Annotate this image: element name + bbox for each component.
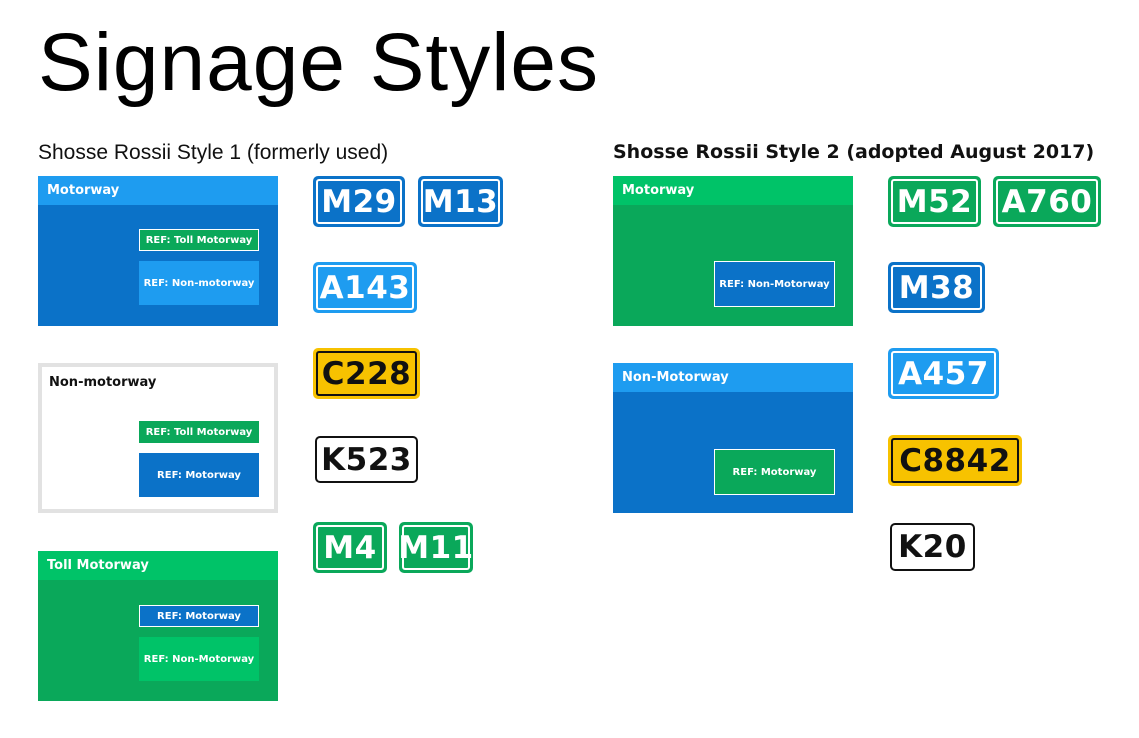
panel-body: REF: Motorway REF: Non-Motorway <box>38 580 278 701</box>
panel-body: REF: Toll Motorway REF: Motorway <box>42 395 274 516</box>
ref-toll-motorway: REF: Toll Motorway <box>139 229 259 251</box>
style2-non-motorway-panel: Non-Motorway REF: Motorway <box>613 363 853 513</box>
sign-label: A143 <box>316 265 414 310</box>
ref-toll-motorway: REF: Toll Motorway <box>139 421 259 443</box>
panel-header: Motorway <box>613 176 853 205</box>
sign-label: M38 <box>891 265 982 310</box>
panel-header: Toll Motorway <box>38 551 278 580</box>
route-sign-a143: A143 <box>313 262 417 313</box>
ref-motorway: REF: Motorway <box>714 449 835 495</box>
ref-non-motorway: REF: Non-Motorway <box>139 637 259 681</box>
panel-header: Non-Motorway <box>613 363 853 392</box>
style2-motorway-panel: Motorway REF: Non-Motorway <box>613 176 853 326</box>
route-sign-m13: M13 <box>418 176 503 227</box>
style2-heading: Shosse Rossii Style 2 (adopted August 20… <box>613 141 1095 163</box>
sign-label: C228 <box>316 351 417 396</box>
style1-heading: Shosse Rossii Style 1 (formerly used) <box>38 141 389 164</box>
route-sign-m4: M4 <box>313 522 387 573</box>
sign-label: A760 <box>996 179 1098 224</box>
route-sign-m11: M11 <box>398 522 473 573</box>
route-sign-m52: M52 <box>888 176 981 227</box>
sign-label: M4 <box>316 525 384 570</box>
sign-label: M11 <box>398 525 473 570</box>
route-sign-a760: A760 <box>993 176 1101 227</box>
sign-label: M13 <box>421 179 500 224</box>
style1-motorway-panel: Motorway REF: Toll Motorway REF: Non-mot… <box>38 176 278 326</box>
ref-non-motorway: REF: Non-motorway <box>139 261 259 305</box>
sign-label: C8842 <box>891 438 1019 483</box>
style1-toll-motorway-panel: Toll Motorway REF: Motorway REF: Non-Mot… <box>38 551 278 701</box>
route-sign-m29: M29 <box>313 176 405 227</box>
sign-label: M29 <box>316 179 402 224</box>
route-sign-k523: K523 <box>315 436 418 483</box>
sign-label: A457 <box>891 351 996 396</box>
panel-body: REF: Toll Motorway REF: Non-motorway <box>38 205 278 326</box>
panel-body: REF: Motorway <box>613 392 853 513</box>
ref-motorway: REF: Motorway <box>139 453 259 497</box>
route-sign-m38: M38 <box>888 262 985 313</box>
sign-label: K20 <box>892 525 973 569</box>
panel-header: Motorway <box>38 176 278 205</box>
route-sign-k20: K20 <box>890 523 975 571</box>
sign-label: K523 <box>317 438 416 481</box>
ref-non-motorway: REF: Non-Motorway <box>714 261 835 307</box>
route-sign-c8842: C8842 <box>888 435 1022 486</box>
panel-body: REF: Non-Motorway <box>613 205 853 326</box>
ref-motorway: REF: Motorway <box>139 605 259 627</box>
route-sign-c228: C228 <box>313 348 420 399</box>
style1-non-motorway-panel: Non-motorway REF: Toll Motorway REF: Mot… <box>38 363 278 513</box>
panel-header: Non-motorway <box>49 375 157 390</box>
sign-label: M52 <box>891 179 978 224</box>
page-title: Signage Styles <box>38 17 600 108</box>
route-sign-a457: A457 <box>888 348 999 399</box>
